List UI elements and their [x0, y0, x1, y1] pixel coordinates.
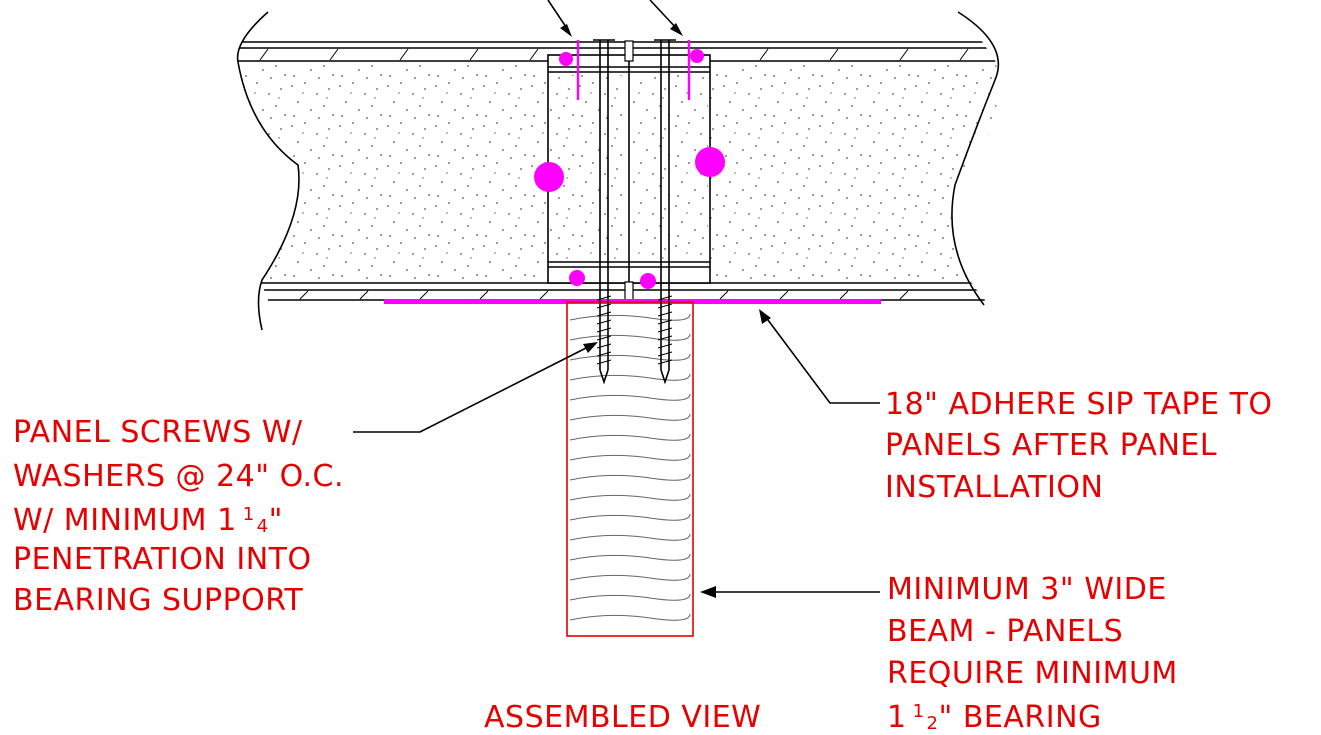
sealant-beads [534, 40, 725, 289]
note-sip-tape: 18" ADHERE SIP TAPE TO PANELS AFTER PANE… [885, 387, 1273, 505]
bottom-osb-skin [237, 282, 999, 301]
spline-blocks [547, 40, 711, 302]
note-tape-line1: 18" ADHERE SIP TAPE TO [885, 387, 1273, 422]
panel-screw-right [654, 39, 676, 385]
note-beam-line3: REQUIRE MINIMUM [887, 656, 1178, 691]
beam [566, 301, 694, 637]
note-panel-screws: PANEL SCREWS W/ WASHERS @ 24" O.C. W/ MI… [13, 415, 344, 618]
note-screws-line2: WASHERS @ 24" O.C. [13, 459, 344, 494]
view-title: ASSEMBLED VIEW [484, 700, 761, 735]
note-beam: MINIMUM 3" WIDE BEAM - PANELS REQUIRE MI… [887, 572, 1178, 735]
note-beam-line2: BEAM - PANELS [887, 614, 1123, 649]
note-screws-line5: BEARING SUPPORT [13, 583, 303, 618]
note-tape-line3: INSTALLATION [885, 470, 1103, 505]
note-screws-line1: PANEL SCREWS W/ [13, 415, 303, 450]
panel-screw-left [593, 39, 615, 385]
note-screws-line4: PENETRATION INTO [13, 542, 312, 577]
note-tape-line2: PANELS AFTER PANEL [885, 428, 1217, 463]
leader-lines [353, 0, 880, 598]
note-beam-line1: MINIMUM 3" WIDE [887, 572, 1167, 607]
break-lines [236, 11, 1000, 331]
